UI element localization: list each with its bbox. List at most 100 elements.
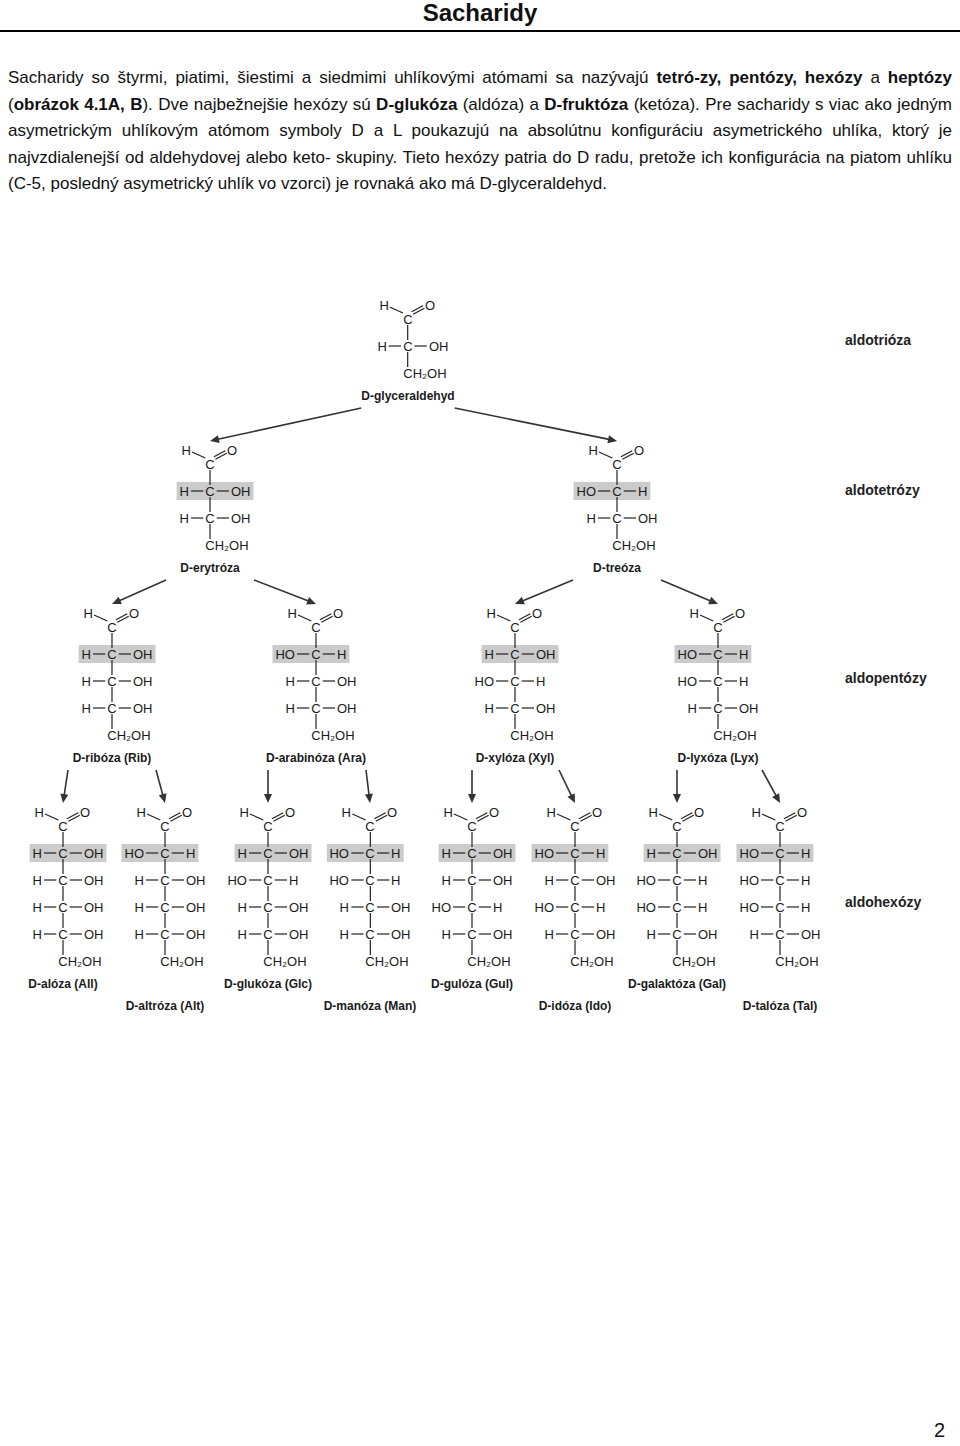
molecule: HCOHCOHHCOHCH₂OHD-erytróza [162,440,258,578]
bond-line [267,940,268,955]
atom-label: OH [536,647,556,662]
bond-line [582,879,594,880]
atom-label: HO [678,647,698,662]
atom-label: HO [740,873,760,888]
atom-label: C [107,701,116,716]
atom-label: H [33,900,42,915]
atom-label: OH [429,339,449,354]
atom-label: H [493,900,502,915]
atom-label: C [263,900,272,915]
molecule: HCOHOCHHCOHHCOHHCOHCH₂OHD-altróza (Alt) [117,802,213,1016]
atom-label: H [33,846,42,861]
atom-label: O [387,805,397,820]
bond-line [682,815,693,821]
reaction-arrow [455,408,617,443]
bond-line [70,906,82,907]
atom-label: H [545,873,554,888]
molecule: HCOHCOHCH₂OHD-glyceraldehyd [357,295,458,406]
reaction-arrow [515,580,573,604]
atom-label: H [238,927,247,942]
atom-label: C [205,457,214,472]
atom-label: C [58,927,67,942]
atom-label: H [342,805,351,820]
bond-line [323,680,335,681]
atom-label: H [137,805,146,820]
bond-line [717,687,718,702]
bond-line [599,452,612,458]
bond-line [622,453,633,459]
arrow-head [60,794,68,803]
bond-line [297,653,309,654]
atom-label: H [33,873,42,888]
bond-line [659,814,672,820]
atom-label: OH [84,927,104,942]
atom-label: CH₂OH [713,728,756,743]
atom-label: H [289,873,298,888]
arrow-head [673,794,681,803]
highlight-band [326,844,403,862]
body-text: ). Dve najbežnejšie hexózy sú [142,95,376,114]
atom-label: H [82,647,91,662]
bond-line [453,852,465,853]
bond-line [658,906,670,907]
atom-label: C [160,873,169,888]
atom-label: O [532,606,542,621]
atom-label: H [444,805,453,820]
bond-line [779,886,780,901]
bond-line [787,906,799,907]
atom-label: OH [186,900,206,915]
atom-label: H [240,805,249,820]
arrow-shaft [156,770,163,795]
bond-line [717,633,718,648]
bond-line [111,714,112,729]
bond-line [119,707,131,708]
atom-label: H [801,846,810,861]
arrow-head [306,597,316,604]
bond-line [250,814,263,820]
bond-line [699,653,711,654]
atom-label: H [596,900,605,915]
bond-line [684,933,696,934]
atom-label: H [739,674,748,689]
arrow-shaft [366,770,369,795]
bond-line [249,852,261,853]
bond-line [676,940,677,955]
atom-label: H [378,339,387,354]
atom-label: H [391,846,400,861]
bond-line [725,653,737,654]
atom-label: C [775,846,784,861]
atom-label: H [380,298,389,313]
arrow-shaft [471,770,473,795]
bond-line [369,940,370,955]
bond-line [624,490,636,491]
bond-line [684,852,696,853]
bond-line [471,859,472,874]
atom-label: CH₂OH [570,954,613,969]
atom-label: OH [536,701,556,716]
atom-label: H [752,805,761,820]
bond-line [249,906,261,907]
atom-label: H [135,873,144,888]
reaction-arrow [156,770,166,803]
bond-line [787,933,799,934]
atom-label: C [311,620,320,635]
atom-label: C [510,647,519,662]
atom-label: OH [337,674,357,689]
atom-label: C [672,873,681,888]
bond-line [315,714,316,729]
molecule: HCOHOCHHCOHHOCHHCOHCH₂OHD-idóza (Ido) [527,802,623,1016]
atom-label: HO [227,873,247,888]
bond-line [111,687,112,702]
molecule: HCOHOCHHOCHHCOHCH₂OHD-lyxóza (Lyx) [670,603,766,768]
arrow-head [567,793,575,803]
atom-label: OH [186,873,206,888]
atom-label: H [182,443,191,458]
bond-line [93,707,105,708]
atom-label: H [688,701,697,716]
bond-line [62,832,63,847]
atom-label: H [485,701,494,716]
bond-line [321,616,332,622]
bond-line [164,886,165,901]
atom-label: C [403,339,412,354]
atom-label: C [107,620,116,635]
